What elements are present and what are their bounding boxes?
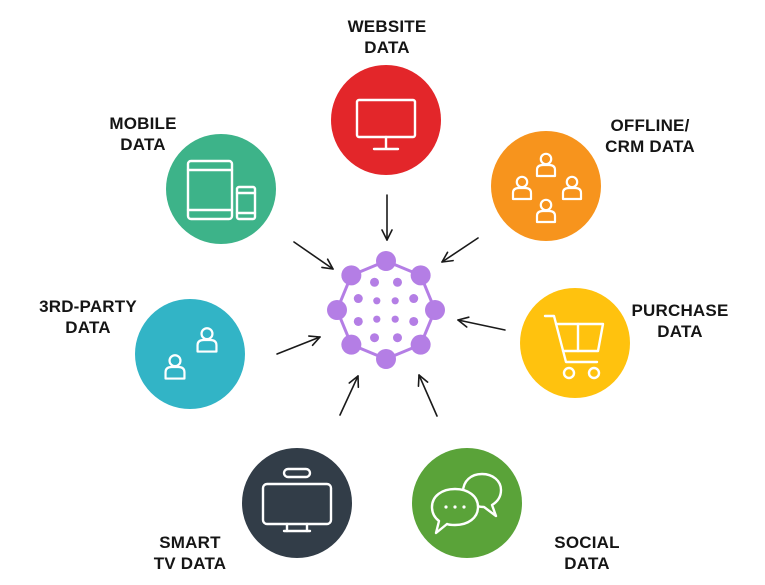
arrow-purchase: [457, 316, 506, 331]
tablet-phone-icon: [186, 159, 257, 221]
two-users-icon: [164, 327, 218, 380]
label-third-party: 3RD-PARTY DATA: [39, 297, 137, 337]
label-purchase: PURCHASE DATA: [631, 301, 729, 341]
source-website: [331, 65, 441, 175]
arrow-third-party: [276, 335, 321, 355]
arrow-offline-crm: [441, 237, 479, 263]
label-offline-crm: OFFLINE/ CRM DATA: [605, 116, 695, 156]
people-group-icon: [511, 152, 583, 224]
source-circle: [331, 65, 441, 175]
chat-bubbles-icon: [430, 472, 503, 535]
shopping-cart-icon: [543, 314, 605, 380]
source-circle: [242, 448, 352, 558]
label-mobile: MOBILE DATA: [109, 114, 177, 154]
central-hub: [327, 251, 445, 369]
arrow-mobile: [293, 241, 334, 270]
network-hub-icon: [327, 251, 445, 369]
source-offline-crm: [491, 131, 601, 241]
monitor-icon: [355, 98, 417, 151]
source-circle: [520, 288, 630, 398]
source-third-party: [135, 299, 245, 409]
source-smart-tv: [242, 448, 352, 558]
label-social: SOCIAL DATA: [554, 533, 620, 573]
label-smart-tv: SMART TV DATA: [153, 533, 227, 573]
source-social: [412, 448, 522, 558]
television-icon: [261, 467, 333, 533]
label-website: WEBSITE DATA: [347, 17, 427, 57]
source-mobile: [166, 134, 276, 244]
source-circle: [491, 131, 601, 241]
arrow-social: [417, 374, 438, 417]
source-circle: [135, 299, 245, 409]
source-purchase: [520, 288, 630, 398]
arrow-smart-tv: [339, 375, 360, 416]
arrows: [276, 194, 506, 417]
